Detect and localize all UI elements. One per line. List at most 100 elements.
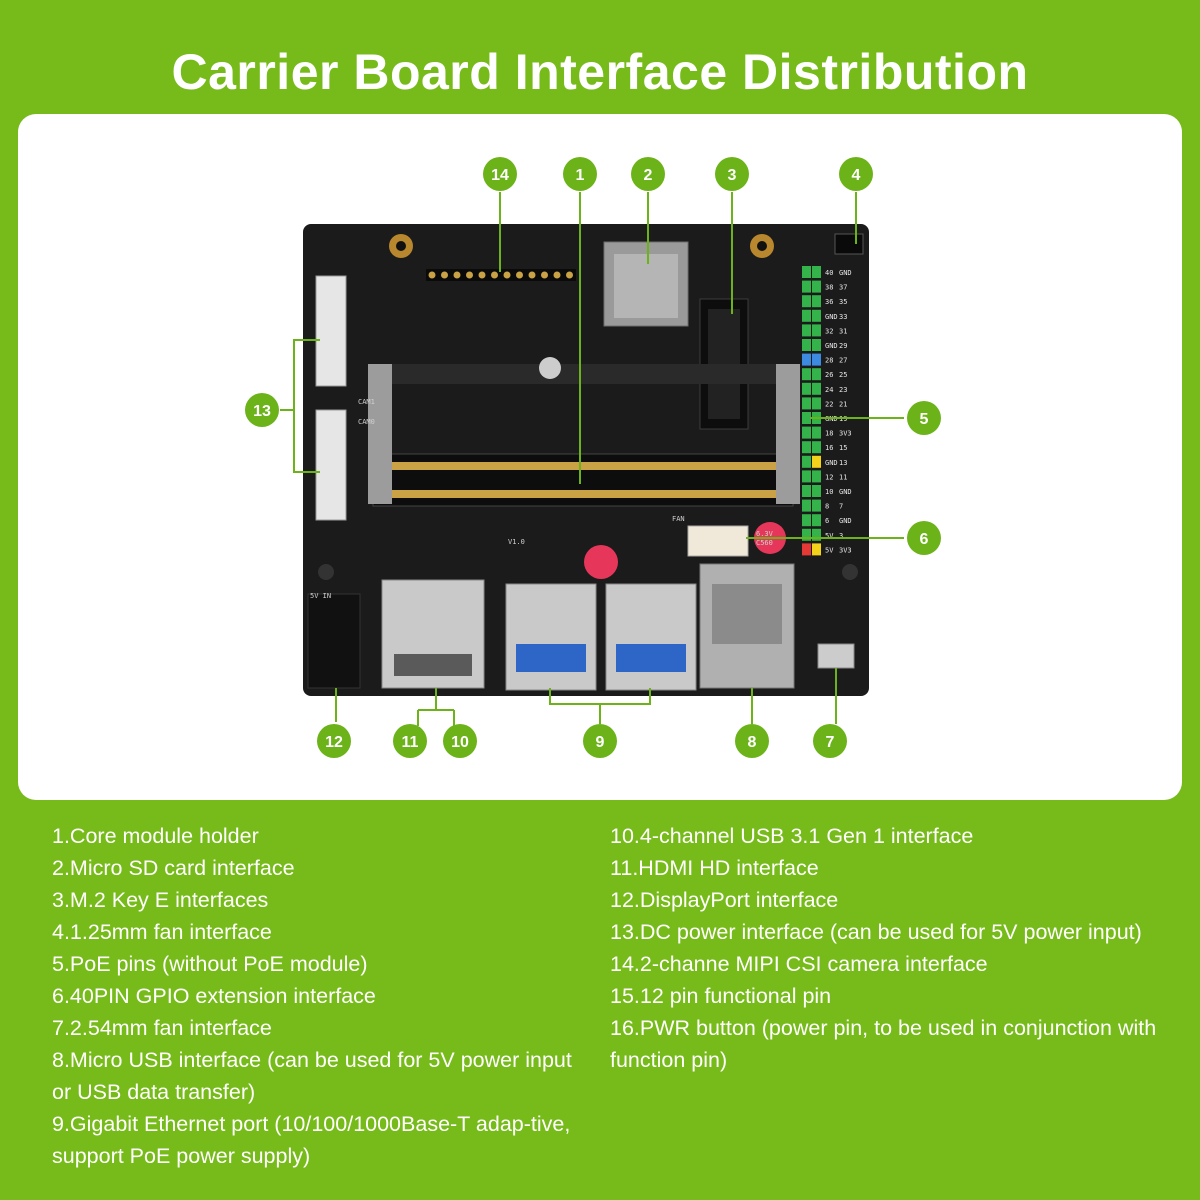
board-version: V1.0 [508, 538, 525, 546]
gpio-pin [812, 514, 821, 527]
gpio-pin-label: 16 [825, 444, 833, 452]
page-title: Carrier Board Interface Distribution [171, 44, 1029, 100]
header-pin [466, 271, 473, 279]
header-pin [553, 271, 561, 279]
fan-label: FAN [672, 515, 685, 523]
gpio-pin [812, 295, 821, 308]
callout-badge-11: 11 [393, 724, 427, 758]
description-item: 4.1.25mm fan interface [52, 920, 272, 944]
callout-number: 9 [596, 734, 605, 751]
callout-badge-7: 7 [813, 724, 847, 758]
description-item: 2.Micro SD card interface [52, 856, 295, 880]
gpio-pin [802, 426, 811, 439]
gpio-pin [812, 368, 821, 381]
gpio-pin-label: 40 [825, 269, 833, 277]
callout-number: 2 [644, 167, 653, 184]
cam0-label: CAM0 [358, 418, 375, 426]
gpio-pin-label: 23 [839, 386, 847, 394]
header-pin [541, 271, 548, 279]
gpio-pin-label: 24 [825, 386, 833, 394]
gpio-pin [812, 324, 821, 337]
description-item: 13.DC power interface (can be used for 5… [610, 920, 1142, 944]
usb3-port-stack [605, 583, 697, 691]
function-pin-header [426, 269, 576, 281]
gpio-pin [802, 470, 811, 483]
header-pin [503, 271, 511, 279]
gpio-pin-label: 33 [839, 313, 847, 321]
gpio-pin [802, 295, 811, 308]
gpio-pin [812, 528, 821, 541]
gpio-pin-label: 5V [825, 532, 834, 540]
power-in-label: 5V IN [310, 592, 331, 600]
gpio-pin [802, 455, 811, 468]
gpio-pin [812, 485, 821, 497]
gpio-pin-label: 22 [825, 400, 833, 408]
gpio-pin-label: 11 [839, 473, 847, 481]
gpio-pin-label: 26 [825, 371, 833, 379]
gpio-pin-label: GND [839, 517, 852, 525]
leader-lines [280, 192, 904, 726]
callout-badge-14: 14 [483, 157, 517, 191]
gpio-pin [802, 441, 811, 454]
gpio-pin-label: GND [825, 459, 838, 467]
gpio-pin-label: 36 [825, 298, 833, 306]
description-item: 12.DisplayPort interface [610, 888, 839, 912]
callout-number: 14 [491, 167, 509, 184]
fan-connector-254mm [687, 525, 749, 557]
gpio-pin-label: GND [839, 269, 852, 277]
gpio-pin [812, 455, 821, 468]
gpio-pin-label: 21 [839, 400, 847, 408]
gpio-pin [812, 309, 821, 322]
gpio-pin [812, 441, 821, 454]
gpio-pin [812, 397, 821, 410]
gpio-pin [812, 470, 821, 483]
header-pin [491, 271, 498, 279]
header-pin [428, 271, 436, 279]
gpio-pin [802, 397, 811, 410]
gpio-pin-label: 5V [825, 546, 834, 554]
callout-badge-12: 12 [317, 724, 351, 758]
core-module-holder [368, 357, 800, 507]
callout-badge-10: 10 [443, 724, 477, 758]
gpio-pin-label: 15 [839, 444, 847, 452]
callout-number: 8 [748, 734, 757, 751]
description-item: 11.HDMI HD interface [610, 856, 819, 880]
gpio-pin-label: 13 [839, 459, 847, 467]
gpio-pin [802, 324, 811, 337]
gpio-pin-label: 29 [839, 342, 847, 350]
callout-number: 5 [920, 411, 929, 428]
gpio-pin-label: 25 [839, 371, 847, 379]
camera-connector-cam0 [315, 409, 347, 521]
usb3-port-stack [505, 583, 597, 691]
header-pin [441, 271, 448, 279]
callout-number: 6 [920, 531, 929, 548]
description-item: 9.Gigabit Ethernet port (10/100/1000Base… [52, 1112, 571, 1168]
capacitor-voltage: 6.3V [756, 530, 774, 538]
gpio-pin-label: 32 [825, 327, 833, 335]
gpio-pin [812, 499, 821, 512]
callout-number: 4 [852, 167, 861, 184]
header-pin [516, 271, 523, 279]
gpio-pin-label: 6 [825, 517, 829, 525]
description-item: 6.40PIN GPIO extension interface [52, 984, 376, 1008]
header-pin [453, 271, 461, 279]
description-item: 5.PoE pins (without PoE module) [52, 952, 368, 976]
header-pin [478, 271, 486, 279]
callout-badge-4: 4 [839, 157, 873, 191]
cam1-label: CAM1 [358, 398, 375, 406]
camera-connector-cam1 [315, 275, 347, 387]
gpio-pin-label: 10 [825, 488, 833, 496]
gpio-pin [812, 426, 821, 439]
callout-badge-6: 6 [907, 521, 941, 555]
fan-connector-125mm [834, 233, 864, 255]
gpio-pin [802, 266, 811, 278]
gpio-pin-label: 18 [825, 430, 833, 438]
gpio-pin [812, 382, 821, 395]
callout-badge-2: 2 [631, 157, 665, 191]
gpio-pin [802, 528, 811, 541]
gpio-pin [802, 543, 811, 556]
